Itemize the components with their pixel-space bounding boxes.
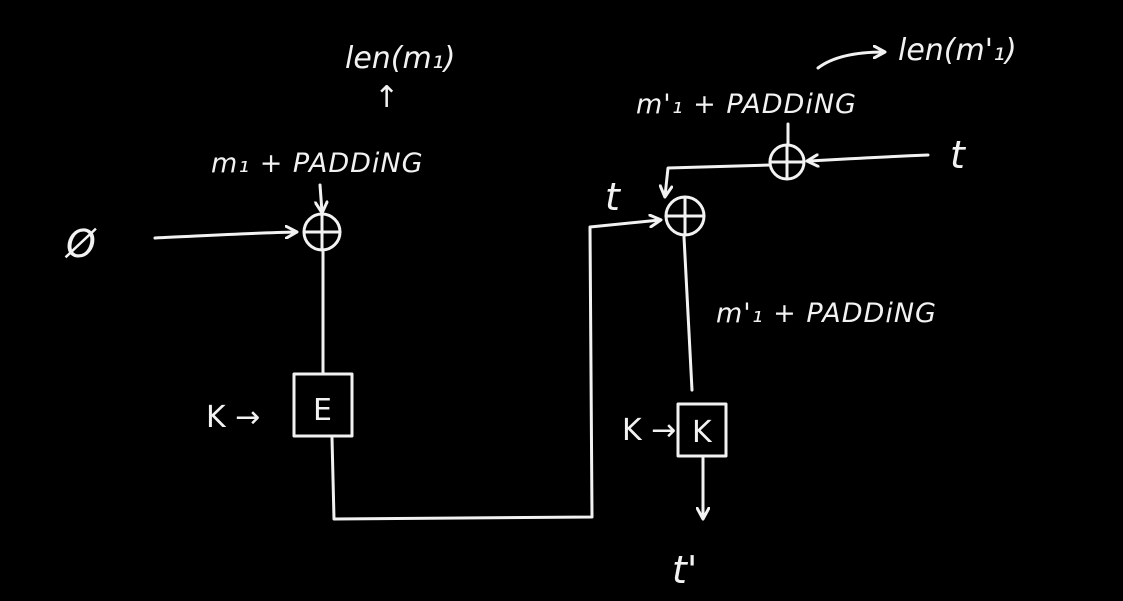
t-input-arrow <box>808 155 930 161</box>
m1-input-arrow <box>320 183 322 212</box>
xor-node-left <box>302 212 342 252</box>
iv-arrow <box>153 232 296 240</box>
key-label-right: K → <box>622 413 676 448</box>
t-right-label: t <box>950 133 967 177</box>
xor-node-top <box>768 143 806 181</box>
block-e-label: E <box>313 393 332 428</box>
key-label-left: K → <box>206 400 260 435</box>
up-arrow-glyph: ↑ <box>374 80 399 115</box>
block-k <box>676 402 728 458</box>
e-output-path <box>330 220 660 521</box>
iv-zero-label: Ø <box>64 222 97 266</box>
block-e <box>292 372 354 438</box>
m1p-padding-top-label: m'₁ + PADDiNG <box>636 89 857 120</box>
xor-to-k-line <box>682 235 694 392</box>
len-m1-prime-label: len(m'₁) <box>898 33 1017 68</box>
len-m1-label: len(m₁) <box>345 41 455 76</box>
len-arrow <box>816 52 884 70</box>
m1-padding-label: m₁ + PADDiNG <box>211 148 424 179</box>
top-xor-output <box>665 163 772 196</box>
m1p-padding-right-label: m'₁ + PADDiNG <box>716 298 937 329</box>
t-prime-label: t' <box>672 548 697 592</box>
t-mid-label: t <box>605 175 622 219</box>
block-k-label: K <box>692 415 713 450</box>
xor-node-right <box>664 195 706 237</box>
